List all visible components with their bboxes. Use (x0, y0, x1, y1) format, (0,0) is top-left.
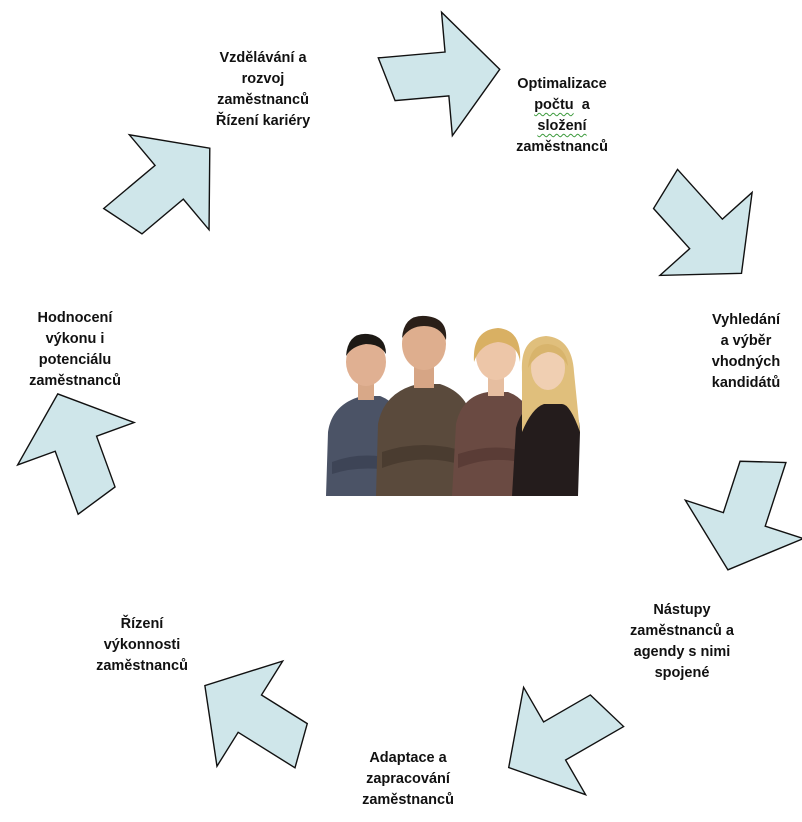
step-adaptace: Adaptace a zapracování zaměstnanců (362, 750, 454, 808)
step-rizeni-vykonnosti: Řízení výkonnosti zaměstnanců (96, 616, 188, 674)
arrow-right-icon (668, 435, 802, 590)
arrow-upper-right-icon (614, 141, 789, 316)
team-photo-icon (326, 315, 580, 496)
person-3-icon (452, 328, 532, 496)
arrow-top-icon (374, 6, 506, 143)
person-4-icon (512, 336, 580, 496)
person-2-icon (376, 315, 472, 496)
step-nastupy: Nástupy zaměstnanců a agendy s nimi spoj… (630, 602, 734, 681)
step-vyhledani: Vyhledání a výběr vhodných kandidátů (711, 312, 781, 391)
step-optimalizace: Optimalizace počtu a složení zaměstnanců (516, 76, 608, 155)
step-vzdelavani: Vzdělávání a rozvoj zaměstnanců Řízení k… (215, 50, 311, 129)
step-hodnoceni: Hodnocení výkonu i potenciálu zaměstnanc… (29, 310, 121, 389)
arrow-left-icon (0, 372, 158, 529)
